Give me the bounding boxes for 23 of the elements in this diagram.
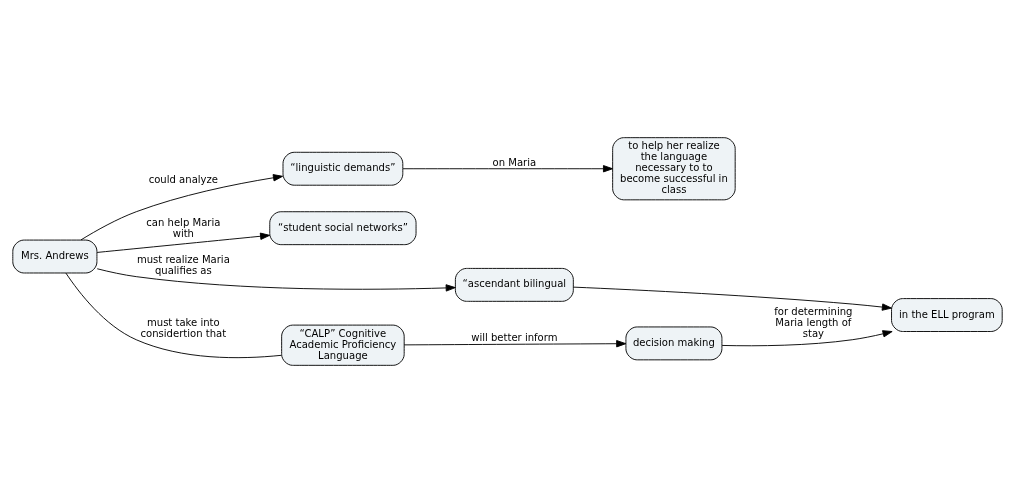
arrow: [402, 165, 614, 173]
arrow: [96, 232, 271, 253]
node-box: Mrs. Andrews: [12, 239, 98, 274]
arrow: [96, 268, 456, 292]
node-box: “ascendant bilingual: [454, 267, 574, 302]
edge-label: for determining Maria length of stay: [774, 305, 853, 339]
edge-label: can help Maria with: [146, 217, 221, 240]
edge-label: must take into considertion that: [140, 316, 227, 339]
arrow: [403, 340, 627, 348]
edge-label: could analyze: [148, 174, 218, 186]
edge-label: on Maria: [492, 156, 537, 168]
arrow: [721, 330, 893, 347]
node-box: to help her realize the language necessary to to become successful in class: [612, 137, 736, 201]
edge-label: will better inform: [471, 332, 558, 344]
node-box: in the ELL program: [891, 298, 1003, 332]
node-box: “student social networks”: [269, 211, 417, 246]
arrow: [80, 174, 284, 241]
arrow: [573, 286, 892, 311]
node-box: “CALP” Cognitive Academic Proficiency Language: [281, 324, 405, 366]
edge-label: must realize Maria qualifies as: [136, 253, 230, 276]
connector: [65, 272, 282, 359]
node-box: “linguistic demands”: [282, 151, 404, 186]
node-box: decision making: [625, 326, 723, 361]
